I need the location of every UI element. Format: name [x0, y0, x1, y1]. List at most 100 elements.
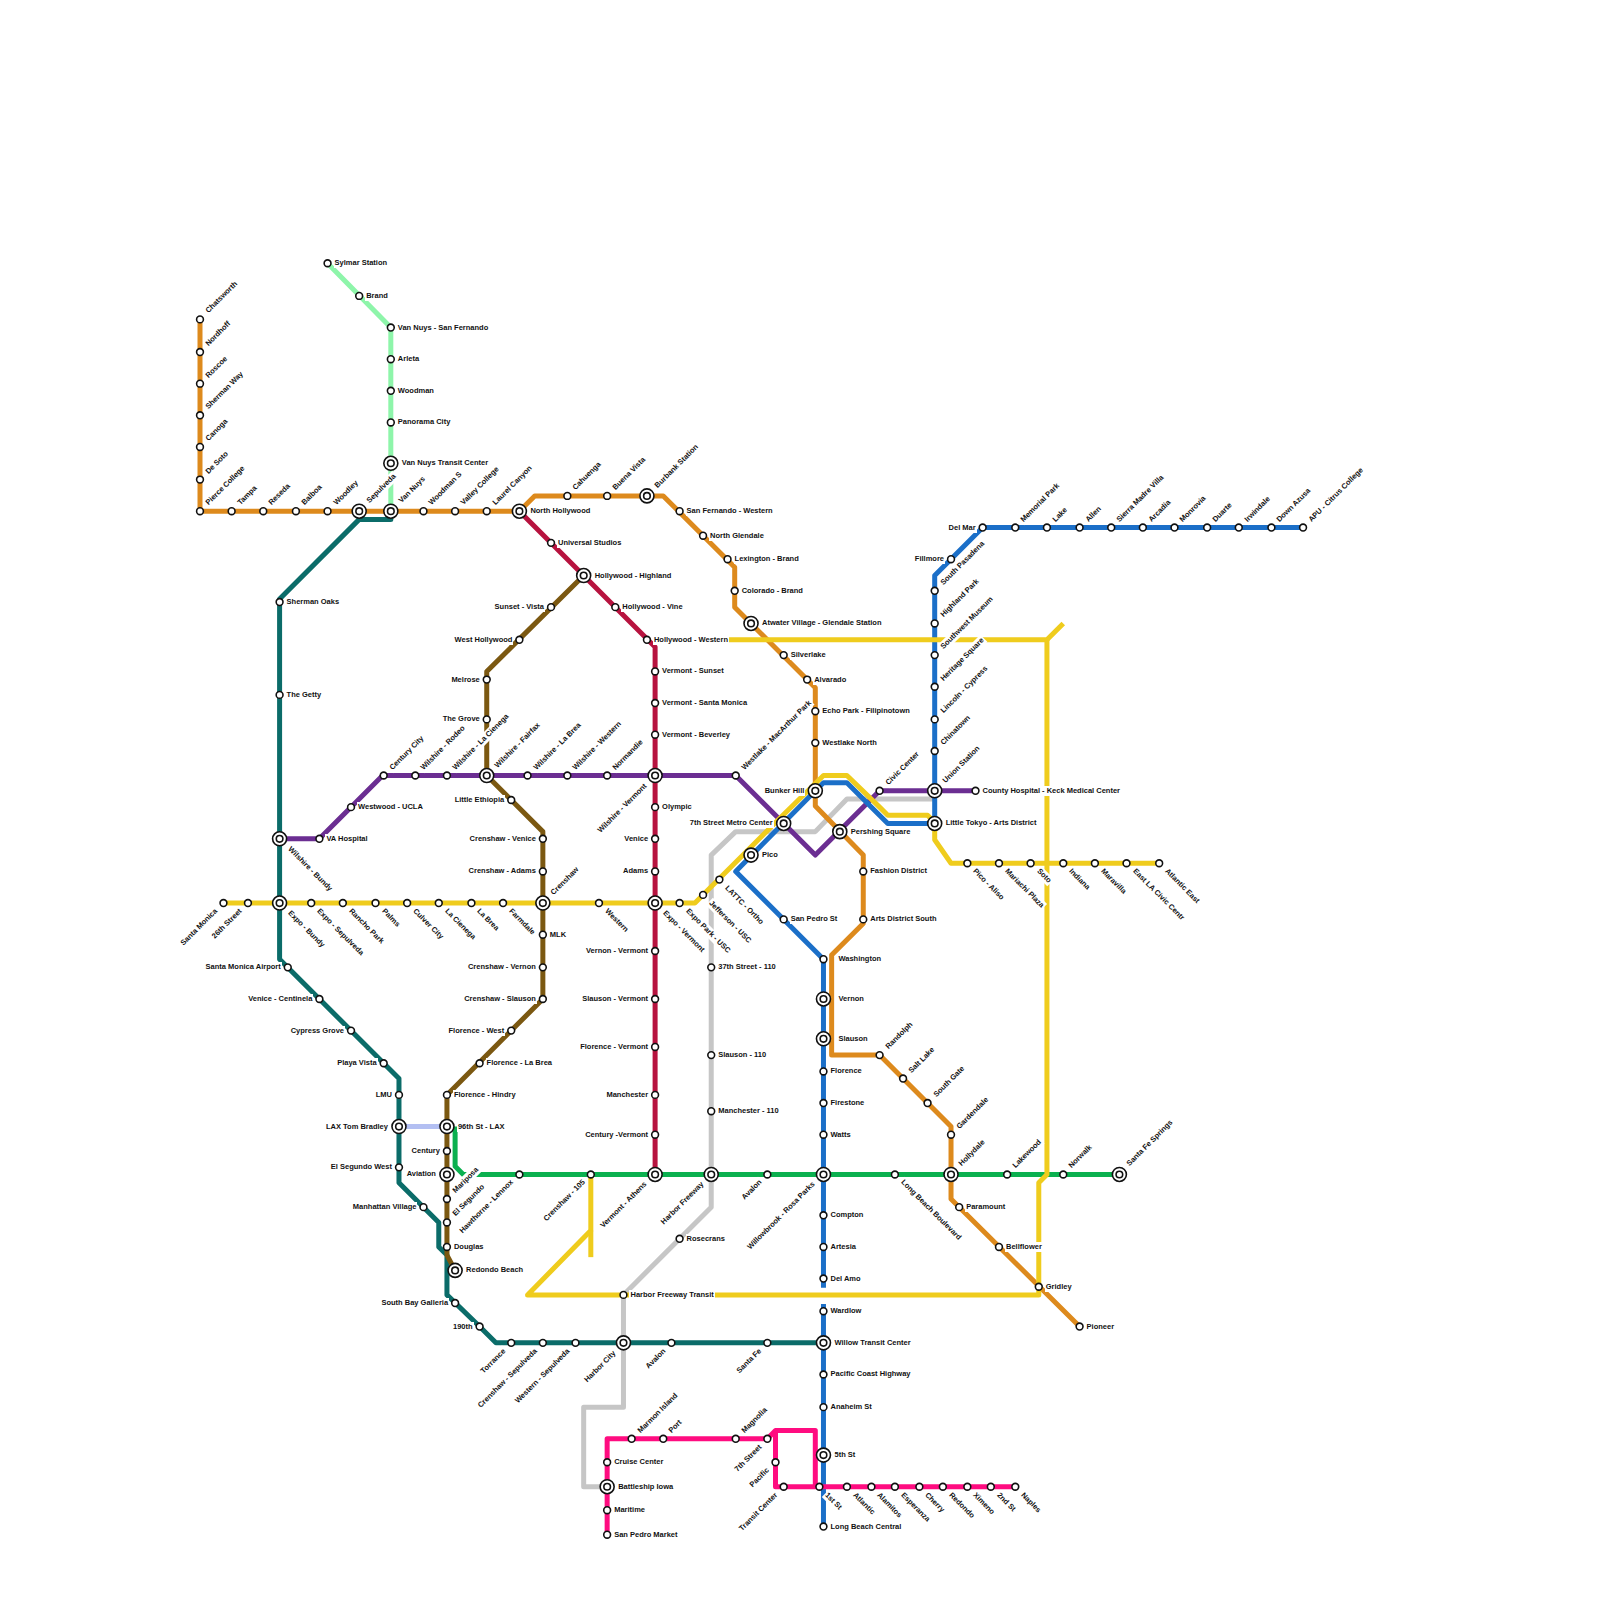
- station-dot: [764, 1171, 771, 1178]
- station-label: Sherman Oaks: [286, 597, 341, 607]
- station-marker: [387, 387, 394, 394]
- station-dot: [380, 1060, 387, 1067]
- interchange-ring: [1116, 1171, 1123, 1178]
- station-label: Sunset - Vista: [494, 602, 545, 612]
- station-marker: [708, 1052, 715, 1059]
- station-marker: [420, 508, 427, 515]
- station-label: Wilshire - Vermont: [595, 780, 650, 835]
- station-dot: [387, 419, 394, 426]
- station-marker: [539, 1339, 546, 1346]
- station-marker: [777, 816, 791, 830]
- station-label: LAX Tom Bradley: [325, 1122, 389, 1132]
- station-dot: [972, 787, 979, 794]
- station-dot: [816, 1448, 830, 1462]
- station-marker: [1300, 524, 1307, 531]
- station-label: Redondo Beach: [465, 1265, 524, 1275]
- station-label: Florence - Hindry: [453, 1090, 517, 1100]
- station-label: De Soto: [203, 448, 232, 477]
- station-dot: [435, 900, 442, 907]
- station-label: Compton: [829, 1210, 864, 1220]
- interchange-ring: [820, 1035, 827, 1042]
- station-dot: [732, 772, 739, 779]
- station-label: Gridley: [1045, 1282, 1073, 1292]
- station-dot: [708, 1052, 715, 1059]
- station-label: Florence: [829, 1066, 862, 1076]
- station-label: Torrance: [478, 1346, 509, 1377]
- station-label: Pacific: [747, 1465, 773, 1491]
- station-marker: [764, 1435, 771, 1442]
- station-label: Playa Vista: [336, 1058, 377, 1068]
- station-dot: [604, 1531, 611, 1538]
- station-dot: [197, 412, 204, 419]
- station-marker: [732, 772, 739, 779]
- station-label: Vernon: [837, 994, 864, 1004]
- station-marker: [1139, 524, 1146, 531]
- station-dot: [548, 604, 555, 611]
- station-dot: [931, 587, 938, 594]
- station-marker: [1171, 524, 1178, 531]
- station-dot: [820, 1212, 827, 1219]
- station-dot: [539, 868, 546, 875]
- station-dot: [539, 1339, 546, 1346]
- station-label: Van Nuys: [396, 474, 428, 506]
- station-marker: [780, 652, 787, 659]
- station-marker: [448, 1263, 462, 1277]
- station-label: Cahuenga: [570, 459, 604, 493]
- station-marker: [577, 569, 591, 583]
- station-marker: [616, 1336, 630, 1350]
- station-dot: [640, 489, 654, 503]
- station-label: South Bay Galleria: [380, 1298, 449, 1308]
- interchange-ring: [388, 460, 395, 467]
- station-marker: [708, 964, 715, 971]
- station-label: Norwalk: [1066, 1143, 1095, 1172]
- station-dot: [628, 1435, 635, 1442]
- interchange-ring: [931, 820, 938, 827]
- station-label: Union Station: [940, 743, 983, 786]
- station-marker: [652, 668, 659, 675]
- interchange-ring: [836, 828, 843, 835]
- station-dot: [512, 504, 526, 518]
- station-dot: [483, 676, 490, 683]
- station-marker: [539, 868, 546, 875]
- station-dot: [764, 1339, 771, 1346]
- station-label: Adams: [622, 866, 649, 876]
- station-label: Lake: [1050, 504, 1071, 525]
- station-dot: [548, 539, 555, 546]
- station-marker: [508, 1027, 515, 1034]
- station-dot: [1123, 860, 1130, 867]
- station-marker: [1004, 1171, 1011, 1178]
- station-marker: [652, 804, 659, 811]
- station-marker: [516, 636, 523, 643]
- station-label: Little Tokyo - Arts District: [945, 818, 1038, 828]
- station-marker: [704, 1167, 718, 1181]
- station-label: Pershing Square: [850, 827, 912, 837]
- station-dot: [1235, 524, 1242, 531]
- station-dot: [372, 900, 379, 907]
- station-label: Wardlow: [829, 1306, 862, 1316]
- station-label: South Gate: [930, 1063, 967, 1100]
- station-label: Anaheim St: [829, 1402, 872, 1412]
- station-dot: [476, 1323, 483, 1330]
- station-marker: [648, 1167, 662, 1181]
- station-label: VA Hospital: [325, 834, 368, 844]
- station-dot: [276, 599, 283, 606]
- station-label: Santa Monica: [178, 906, 221, 949]
- station-marker: [1112, 1167, 1126, 1181]
- station-marker: [724, 556, 731, 563]
- station-label: Monrovia: [1177, 493, 1209, 525]
- station-dot: [964, 1483, 971, 1490]
- interchange-ring: [516, 508, 523, 515]
- station-marker: [316, 996, 323, 1003]
- station-dot: [860, 916, 867, 923]
- station-label: Wilshire - Bundy: [285, 844, 335, 894]
- station-dot: [644, 636, 651, 643]
- station-label: Brand: [365, 291, 389, 301]
- station-dot: [948, 556, 955, 563]
- station-label: Firestone: [829, 1098, 865, 1108]
- station-dot: [816, 1483, 823, 1490]
- station-dot: [652, 1131, 659, 1138]
- station-label: Slauson: [837, 1034, 868, 1044]
- station-label: Transit Center: [737, 1490, 781, 1534]
- station-label: Woodman: [397, 386, 435, 396]
